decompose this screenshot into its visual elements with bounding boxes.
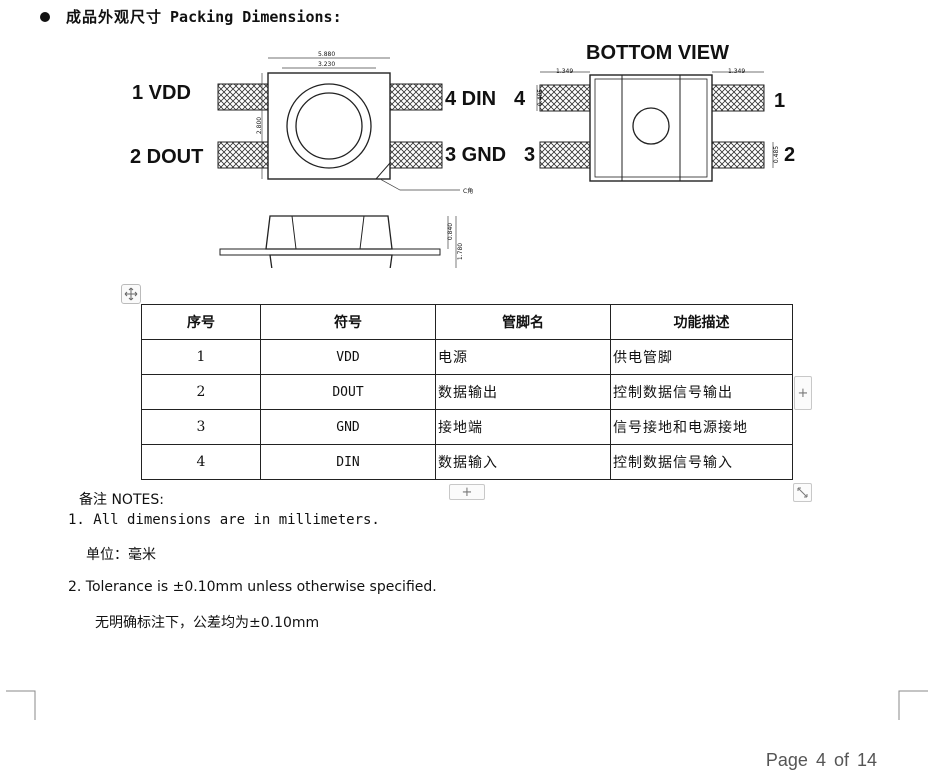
- note-line-1-cn: 单位：毫米: [86, 547, 156, 563]
- cell-symbol: DOUT: [260, 374, 436, 410]
- cell-function: 控制数据信号输出: [610, 374, 793, 410]
- table-row: 4 DIN 数据输入 控制数据信号输入: [141, 444, 793, 480]
- page-number: Page 4 of 14: [765, 750, 877, 770]
- dim-inner-label: 3.230: [318, 61, 336, 68]
- heading-title-cn: 成品外观尺寸: [66, 8, 163, 26]
- bottom-dim-left-label: 1.349: [556, 68, 574, 75]
- pin4-label: 4 DIN: [445, 88, 497, 110]
- bottom-pin2-number: 2: [784, 144, 796, 166]
- resize-icon: [797, 487, 808, 498]
- bottom-view: [536, 71, 774, 182]
- cell-index: 4: [141, 444, 261, 480]
- cell-index: 2: [141, 374, 261, 410]
- cell-symbol: GND: [260, 409, 436, 445]
- header-pin-name: 管脚名: [435, 304, 611, 340]
- dim-outer-label: 5.880: [318, 51, 336, 58]
- side-view: [219, 215, 457, 285]
- pin-table: 序号 符号 管脚名 功能描述 1 VDD 电源 供电管脚 2 DOUT 数据输出…: [141, 304, 793, 480]
- table-row: 1 VDD 电源 供电管脚: [141, 339, 793, 375]
- table-row: 3 GND 接地端 信号接地和电源接地: [141, 409, 793, 445]
- header-function: 功能描述: [610, 304, 793, 340]
- header-index: 序号: [141, 304, 261, 340]
- margin-corner-left: [6, 690, 36, 720]
- cell-index: 3: [141, 409, 261, 445]
- pin2-label: 2 DOUT: [130, 146, 204, 168]
- margin-corner-right: [898, 690, 928, 720]
- cell-function: 供电管脚: [610, 339, 793, 375]
- cell-symbol: VDD: [260, 339, 436, 375]
- bottom-pin3-number: 3: [524, 144, 536, 166]
- cell-function: 控制数据信号输入: [610, 444, 793, 480]
- bottom-pin1-number: 1: [774, 90, 786, 112]
- note-line-2-cn: 无明确标注下，公差均为±0.10mm: [95, 615, 320, 631]
- add-row-button[interactable]: +: [449, 484, 485, 500]
- bottom-dim-right-label: 1.349: [728, 68, 746, 75]
- note-line-2: 2. Tolerance is ±0.10mm unless otherwise…: [68, 579, 437, 595]
- add-column-button[interactable]: +: [794, 376, 812, 410]
- bottom-view-title: BOTTOM VIEW: [586, 42, 729, 64]
- heading-title-en: Packing Dimensions:: [170, 7, 342, 26]
- chamfer-label: C角: [463, 188, 474, 195]
- bottom-pin4-number: 4: [514, 88, 526, 110]
- bottom-pad-h-left-label: 0.485: [537, 88, 545, 107]
- table-row: 2 DOUT 数据输出 控制数据信号输出: [141, 374, 793, 410]
- notes-label: 备注 NOTES:: [79, 492, 164, 508]
- cell-pin-name: 数据输出: [435, 374, 611, 410]
- cell-symbol: DIN: [260, 444, 436, 480]
- dimension-drawing-svg: [217, 57, 774, 285]
- note-line-1: 1. All dimensions are in millimeters.: [68, 512, 380, 528]
- table-move-handle[interactable]: [121, 284, 141, 304]
- top-view: [217, 57, 460, 191]
- bottom-pad-h-right-label: 0.485: [773, 145, 781, 164]
- table-resize-handle[interactable]: [793, 483, 812, 502]
- move-icon: [124, 287, 138, 301]
- bullet-icon: [40, 11, 50, 22]
- pin3-label: 3 GND: [445, 144, 507, 166]
- packing-dimension-drawing: 1 VDD 2 DOUT 4 DIN 3 GND 5.880 3.230 2.8…: [110, 38, 830, 285]
- table-header-row: 序号 符号 管脚名 功能描述: [141, 304, 793, 340]
- section-heading: 成品外观尺寸 Packing Dimensions:: [40, 6, 342, 27]
- cell-function: 信号接地和电源接地: [610, 409, 793, 445]
- header-symbol: 符号: [260, 304, 436, 340]
- cell-pin-name: 电源: [435, 339, 611, 375]
- pin1-label: 1 VDD: [132, 82, 191, 104]
- cell-pin-name: 接地端: [435, 409, 611, 445]
- side-dim-a-label: 0.840: [447, 222, 455, 241]
- dim-height-label: 2.800: [256, 116, 264, 135]
- cell-index: 1: [141, 339, 261, 375]
- cell-pin-name: 数据输入: [435, 444, 611, 480]
- side-dim-b-label: 1.780: [457, 242, 465, 261]
